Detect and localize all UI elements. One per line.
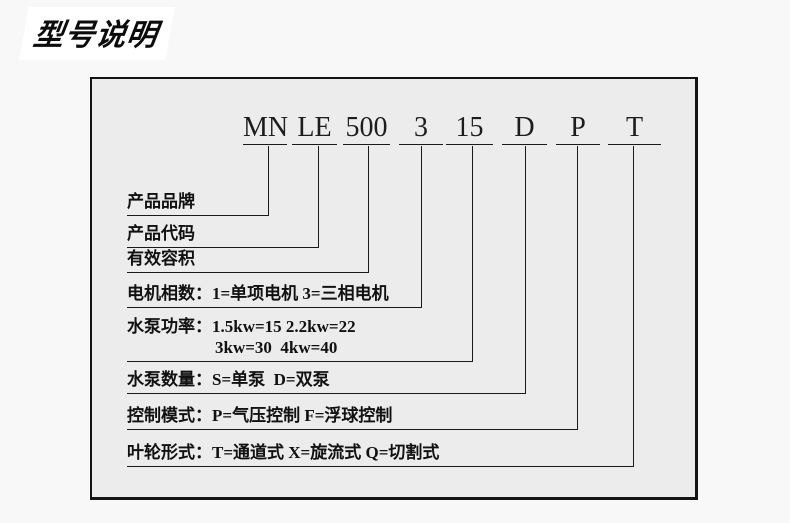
code-segment-series: LE xyxy=(292,112,337,145)
spec-label-quantity: 水泵数量：S=单泵 D=双泵 xyxy=(127,370,330,389)
code-segment-control: P xyxy=(556,112,600,145)
connector-line-quantity xyxy=(525,146,526,394)
code-segment-brand: MN xyxy=(243,112,289,145)
spec-label-phase: 电机相数：1=单项电机 3=三相电机 xyxy=(127,284,389,303)
connector-line-impeller xyxy=(633,146,634,467)
page-title-banner: 型号说明 xyxy=(19,7,175,60)
spec-row-phase: 电机相数：1=单项电机 3=三相电机 xyxy=(127,282,422,308)
code-segment-quantity: D xyxy=(502,112,547,145)
spec-row-power: 水泵功率：1.5kw=15 2.2kw=22 3kw=30 4kw=40 xyxy=(127,312,473,362)
code-segment-phase: 3 xyxy=(399,112,443,145)
spec-row-series: 产品代码 xyxy=(127,222,319,248)
spec-row-brand: 产品品牌 xyxy=(127,190,269,216)
spec-row-quantity: 水泵数量：S=单泵 D=双泵 xyxy=(127,368,526,394)
spec-label-brand: 产品品牌 xyxy=(127,192,195,211)
connector-line-series xyxy=(318,146,319,248)
connector-line-volume xyxy=(368,146,369,273)
spec-row-volume: 有效容积 xyxy=(127,247,369,273)
spec-row-control: 控制模式：P=气压控制 F=浮球控制 xyxy=(127,404,578,430)
connector-line-control xyxy=(577,146,578,430)
code-segment-impeller: T xyxy=(608,112,661,145)
spec-label-power: 水泵功率：1.5kw=15 2.2kw=22 3kw=30 4kw=40 xyxy=(127,316,356,361)
page-title: 型号说明 xyxy=(31,18,161,53)
spec-label-control: 控制模式：P=气压控制 F=浮球控制 xyxy=(127,406,393,425)
connector-line-phase xyxy=(421,146,422,308)
spec-label-impeller: 叶轮形式：T=通道式 X=旋流式 Q=切割式 xyxy=(127,443,440,462)
spec-row-impeller: 叶轮形式：T=通道式 X=旋流式 Q=切割式 xyxy=(127,441,634,467)
spec-label-power-line2: 3kw=30 4kw=40 xyxy=(215,338,338,357)
connector-line-brand xyxy=(268,146,269,216)
connector-line-power xyxy=(472,146,473,362)
code-segment-power: 15 xyxy=(446,112,493,145)
spec-label-series: 产品代码 xyxy=(127,224,195,243)
spec-label-power-line1: 水泵功率：1.5kw=15 2.2kw=22 xyxy=(127,317,356,336)
code-segment-volume: 500 xyxy=(343,112,390,145)
spec-label-volume: 有效容积 xyxy=(127,249,195,268)
